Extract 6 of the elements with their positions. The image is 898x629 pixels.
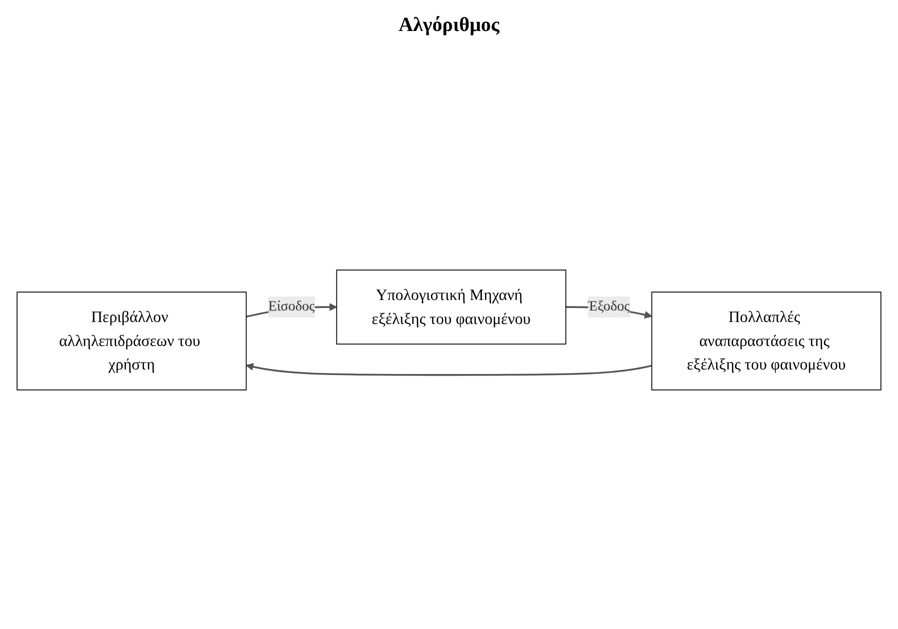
center-label: Αλγόριθμος	[398, 14, 500, 36]
node-box: Περιβάλλον αλληλεπιδράσεων του χρήστη	[16, 292, 247, 390]
node-box: Υπολογιστική Μηχανή εξέλιξης του φαινομένου	[336, 270, 566, 345]
node-box: Πολλαπλές αναπαραστάσεις της εξέλιξης του φαινομένου	[651, 292, 882, 390]
arrow	[246, 363, 652, 376]
edge-label: Είσοδος	[268, 299, 315, 314]
